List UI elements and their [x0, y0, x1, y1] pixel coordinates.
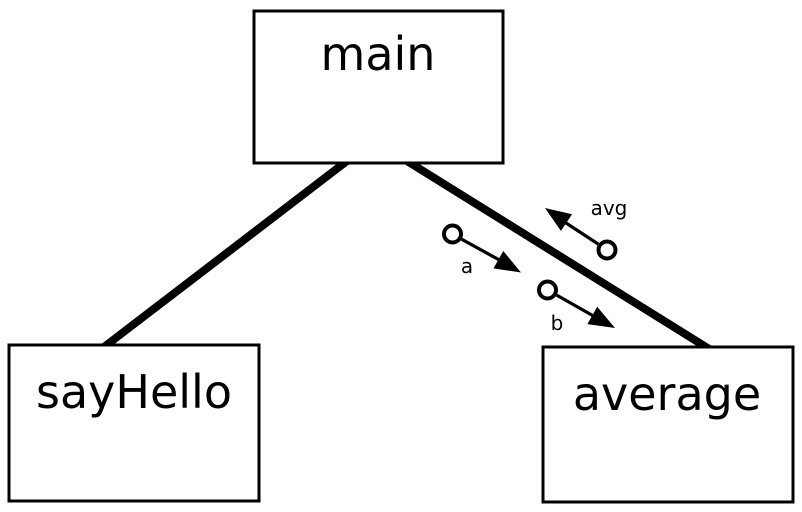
data-flow-b-line — [555, 293, 598, 320]
call-line-main-average — [404, 157, 717, 356]
module-average-box — [541, 345, 795, 504]
module-main: main — [252, 9, 505, 165]
data-flow-avg-label: avg — [591, 196, 628, 220]
data-flow-a: a — [442, 223, 521, 278]
arrowhead-b-icon — [587, 306, 615, 328]
module-sayhello-box — [7, 343, 261, 503]
arrowhead-a-icon — [493, 251, 521, 273]
data-flow-avg: avg — [545, 196, 628, 261]
data-couple-circle-b — [537, 279, 558, 301]
module-average-label: average — [573, 367, 761, 421]
data-couple-circle-avg — [596, 239, 618, 261]
data-flow-a-label: a — [461, 254, 473, 278]
module-average: average — [541, 345, 795, 504]
data-flow-a-line — [460, 237, 504, 264]
module-sayhello-label: sayHello — [36, 365, 232, 419]
data-flow-b-label: b — [551, 311, 564, 335]
module-sayhello: sayHello — [7, 343, 261, 503]
data-couple-circle-a — [442, 223, 463, 245]
module-main-label: main — [321, 27, 436, 81]
data-flow-b: b — [537, 279, 615, 335]
call-line-main-sayhello — [101, 157, 350, 351]
arrowhead-avg-icon — [545, 208, 573, 231]
module-main-box — [252, 9, 505, 165]
data-flow-avg-line — [562, 219, 600, 246]
